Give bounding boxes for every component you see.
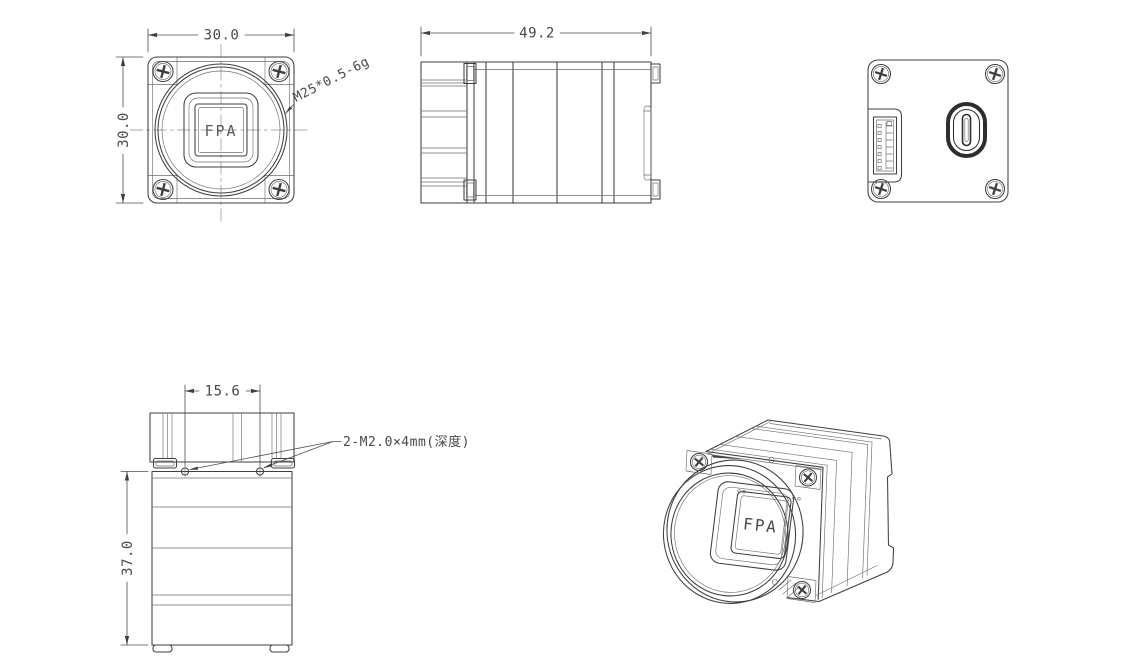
screw-icon	[689, 452, 709, 472]
lens-ring-inner	[157, 66, 285, 194]
iso-body-outline	[767, 419, 895, 603]
side-chamfer-lines	[473, 69, 652, 196]
screw-icon	[984, 63, 1006, 85]
side-panel-lines	[485, 61, 615, 204]
side-length-dim-text: 49.2	[519, 26, 555, 42]
thread-callout-text: M25*0.5-6g	[291, 54, 372, 105]
side-length-dimension: 49.2	[420, 26, 652, 57]
iso-top-left-edge	[705, 419, 769, 453]
hole-spacing-dim-text: 15.6	[205, 384, 241, 400]
screw-icon	[151, 178, 175, 201]
front-height-dim-text: 30.0	[116, 112, 132, 148]
front-corner-pads	[148, 57, 294, 203]
lens-ring-outer	[154, 63, 288, 197]
connector-recess	[867, 108, 903, 183]
side-view: 49.2	[420, 26, 661, 204]
front-width-dim-text: 30.0	[204, 28, 240, 44]
usb-c-connector	[946, 102, 987, 158]
screw-icon	[984, 178, 1006, 200]
top-screw-tabs	[152, 457, 296, 469]
side-lens-rings	[420, 79, 468, 187]
top-feet	[152, 644, 290, 653]
iso-fpa-label: FPA	[742, 514, 779, 537]
depth-dimension: 37.0	[120, 471, 149, 646]
screw-icon	[267, 178, 291, 201]
iso-screws	[685, 450, 822, 603]
hole-spacing-dimension: 15.6	[184, 384, 261, 467]
fpa-window-outer	[194, 103, 248, 157]
lens-ring-face	[161, 70, 281, 190]
pin-header-connector	[872, 116, 898, 175]
hole-callout-text: 2-M2.0×4mm(深度)	[343, 434, 470, 450]
isometric-view: FPA	[662, 419, 895, 604]
iso-front-top-edge	[705, 450, 824, 468]
iso-side-panel-lines	[821, 441, 873, 599]
front-view: FPA 30.0 30.0 M25*0.5-6g	[115, 28, 372, 223]
hole-callout: 2-M2.0×4mm(深度)	[189, 434, 470, 470]
side-rear-groove	[643, 105, 652, 181]
fpa-window-inner	[198, 107, 244, 153]
screw-icon	[870, 63, 892, 85]
top-lens-lines	[162, 412, 282, 463]
screw-icon	[267, 60, 291, 83]
iso-lens-ring	[662, 459, 804, 604]
iso-sensor-mount: FPA	[709, 481, 795, 571]
iso-detail-marks	[712, 455, 801, 599]
front-body-outline	[147, 56, 295, 204]
front-body-inner-outline	[152, 61, 290, 199]
top-view: 15.6 2-M2.0×4mm(深度)	[120, 384, 470, 653]
sensor-mount-outer	[183, 92, 259, 168]
depth-dim-text: 37.0	[120, 540, 136, 576]
iso-edge-chamfers	[707, 421, 882, 596]
iso-top-panel-lines	[709, 425, 873, 466]
top-body-lines	[151, 477, 293, 606]
iso-front-right-edge	[817, 466, 824, 601]
rear-view	[867, 59, 1009, 203]
rear-body-outline	[867, 59, 1009, 203]
side-front-screw-tabs	[463, 62, 477, 201]
screw-icon	[798, 467, 818, 488]
thread-callout: M25*0.5-6g	[284, 54, 372, 115]
top-lens-outline	[149, 412, 295, 463]
side-rear-screw-tabs	[650, 63, 661, 200]
front-width-dimension: 30.0	[147, 28, 295, 53]
fpa-label: FPA	[204, 122, 237, 140]
screw-icon	[151, 60, 175, 83]
sensor-mount-inner	[188, 97, 254, 163]
top-body-outline	[151, 470, 293, 646]
front-height-dimension: 30.0	[115, 56, 144, 204]
